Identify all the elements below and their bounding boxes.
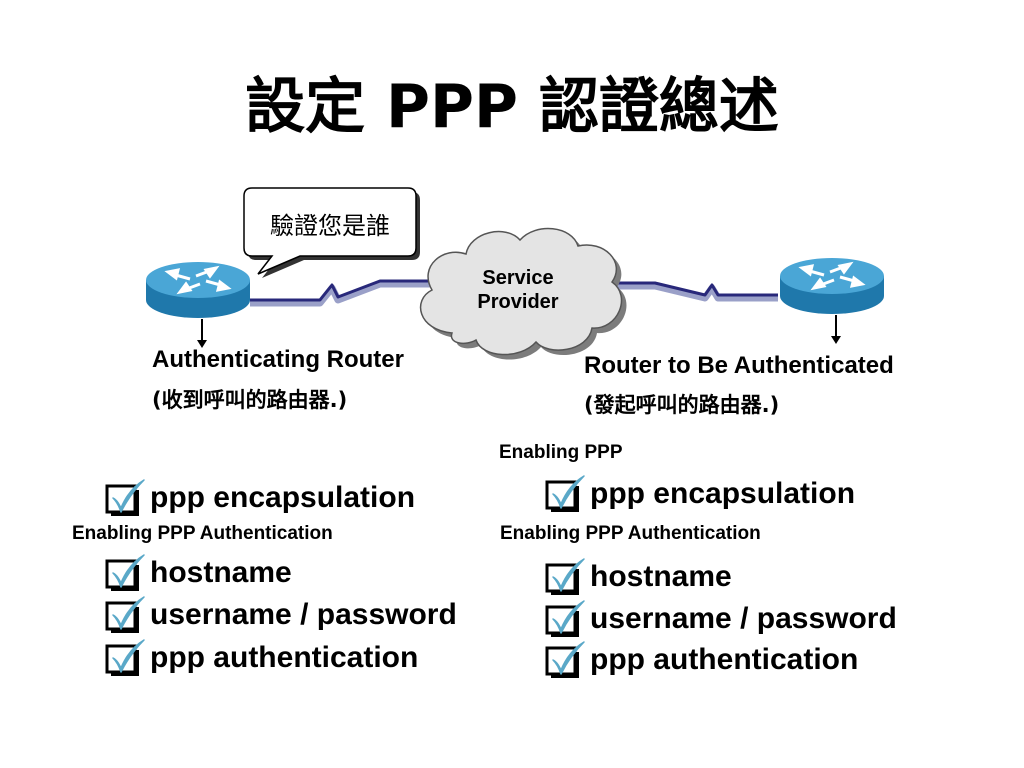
- wan-link-left: [250, 279, 430, 307]
- checkbox-checked-icon: [544, 474, 588, 514]
- command-text: username / password: [150, 598, 457, 631]
- left-item-hostname: hostname: [104, 553, 292, 593]
- cloud-label-line1: Service: [482, 267, 554, 289]
- command-text: ppp encapsulation: [590, 477, 856, 510]
- wan-link-right: [612, 281, 778, 302]
- left-item-ppp-authentication: ppp authentication: [104, 638, 418, 678]
- cloud-label: Service Provider: [448, 266, 588, 314]
- right-router-subtitle: (發起呼叫的路由器.): [584, 393, 780, 417]
- cloud-label-line2: Provider: [477, 291, 559, 313]
- command-text: ppp authentication: [590, 643, 859, 676]
- command-text: hostname: [150, 556, 292, 589]
- left-section-auth-label: Enabling PPP Authentication: [72, 523, 333, 544]
- right-router-name: Router to Be Authenticated: [584, 352, 894, 379]
- service-provider-cloud: [419, 227, 627, 360]
- command-text: ppp authentication: [150, 641, 419, 674]
- checkbox-checked-icon: [104, 595, 148, 635]
- checkbox-checked-icon: [544, 599, 588, 639]
- right-section-ppp-label: Enabling PPP: [499, 442, 623, 463]
- right-item-ppp-authentication: ppp authentication: [544, 640, 858, 680]
- left-item-ppp-encapsulation: ppp encapsulation: [104, 478, 415, 518]
- page-title: 設定 PPP 認證總述: [245, 72, 779, 142]
- right-item-hostname: hostname: [544, 557, 732, 597]
- checkbox-checked-icon: [104, 638, 148, 678]
- right-item-username-password: username / password: [544, 599, 897, 639]
- right-item-ppp-encapsulation: ppp encapsulation: [544, 474, 855, 514]
- left-router-name: Authenticating Router: [152, 346, 404, 373]
- checkbox-checked-icon: [104, 478, 148, 518]
- checkbox-checked-icon: [544, 640, 588, 680]
- router-right-icon: [780, 258, 884, 344]
- checkbox-checked-icon: [104, 553, 148, 593]
- left-item-username-password: username / password: [104, 595, 457, 635]
- speech-bubble-text: 驗證您是誰: [270, 212, 390, 240]
- right-section-auth-label: Enabling PPP Authentication: [500, 523, 761, 544]
- speech-bubble: [243, 187, 420, 278]
- router-left-icon: [146, 262, 250, 348]
- left-router-subtitle: (收到呼叫的路由器.): [152, 388, 348, 412]
- command-text: hostname: [590, 560, 732, 593]
- command-text: ppp encapsulation: [150, 481, 416, 514]
- command-text: username / password: [590, 602, 897, 635]
- checkbox-checked-icon: [544, 557, 588, 597]
